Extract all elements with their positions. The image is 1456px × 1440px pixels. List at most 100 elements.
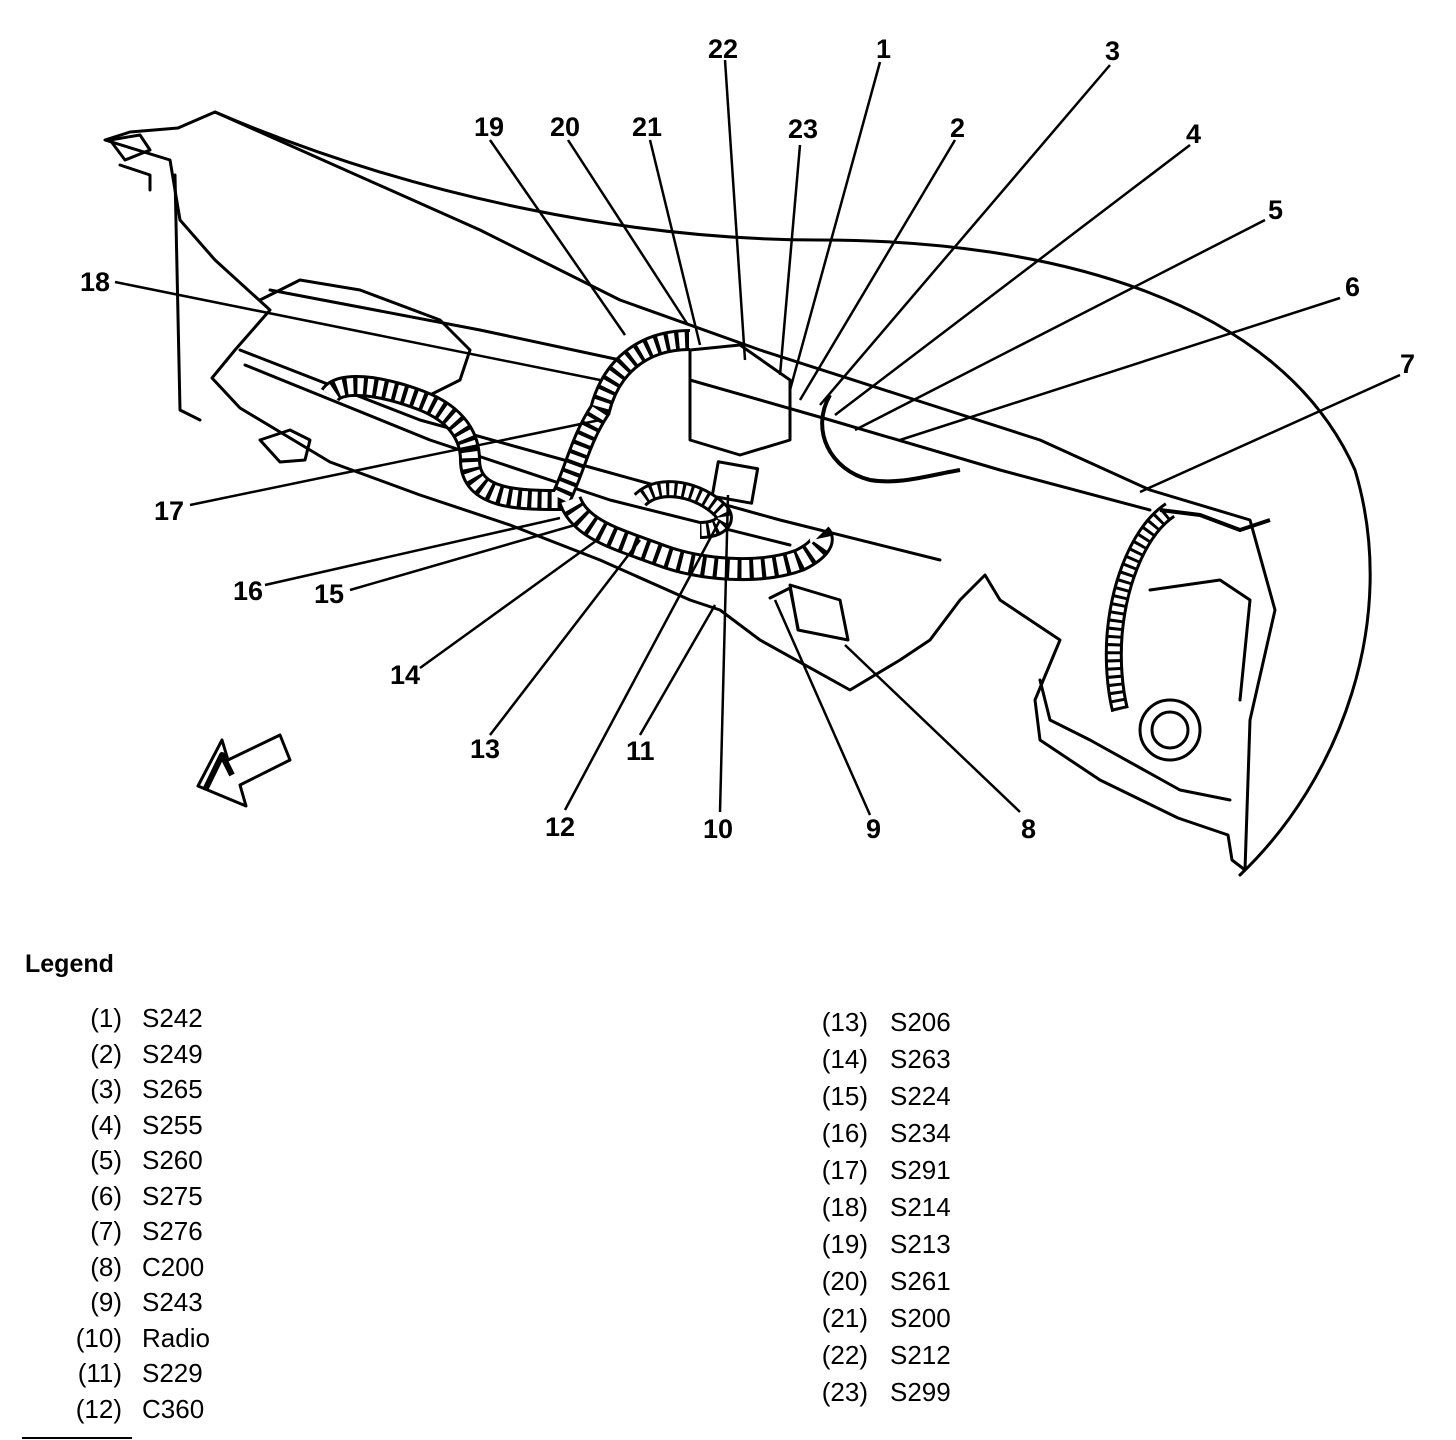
legend-item-code: S249 <box>142 1038 203 1069</box>
right-vent-inner <box>1150 710 1190 750</box>
right-bracket <box>1038 578 1252 802</box>
legend-item: (18)S214 <box>790 1189 1050 1226</box>
legend-item-code: S213 <box>890 1229 951 1259</box>
legend-left-column: (1)S242(2) S249 (3) S265 (4) S255 (5) S260 (6) S2… <box>40 1000 300 1426</box>
legend-item: (10) Radio <box>40 1320 300 1356</box>
callout-5: 5 <box>1268 195 1283 225</box>
legend-item: (23) S299 <box>790 1374 1050 1411</box>
legend-item-number: (15) <box>821 1081 868 1111</box>
legend-item-code: C360 <box>142 1393 205 1424</box>
callout-17: 17 <box>154 496 184 526</box>
center-panel <box>688 343 792 457</box>
legend-item-code: S275 <box>142 1180 203 1211</box>
dash-panel-outline <box>103 110 1277 872</box>
legend-item: (6) S275 <box>40 1178 300 1214</box>
legend-item-number: (9) <box>90 1287 122 1317</box>
legend-item-code: S242 <box>142 1003 203 1033</box>
legend-item-code: S299 <box>890 1377 951 1407</box>
legend-item: (4) S255 <box>40 1107 300 1143</box>
radio-connector <box>710 460 760 505</box>
legend-item-number: (11) <box>77 1358 122 1388</box>
instrument-panel-harness-diagram: 1 2 3 4 5 6 7 8 9 10 11 12 13 14 15 16 1… <box>80 34 1415 877</box>
legend-item-code: S263 <box>890 1044 951 1074</box>
callout-15: 15 <box>314 579 344 609</box>
legend-item-code: S261 <box>890 1266 951 1296</box>
legend-item-number: (6) <box>90 1180 122 1211</box>
legend-item-code: C200 <box>142 1251 205 1282</box>
legend-item-code: S291 <box>890 1155 951 1185</box>
legend-item-number: (17) <box>821 1155 868 1185</box>
legend-item-number: (22) <box>821 1340 868 1370</box>
legend-item: (15) S224 <box>790 1078 1050 1115</box>
legend-item-number: (13) <box>821 1007 868 1037</box>
legend-item-code: S224 <box>890 1081 951 1111</box>
legend-item-number: (18) <box>821 1192 868 1222</box>
callout-7: 7 <box>1400 349 1415 379</box>
callout-1: 1 <box>876 34 891 64</box>
legend-title: Legend <box>25 950 114 978</box>
right-top-wire <box>1159 508 1271 533</box>
legend-item: (20) S261 <box>790 1263 1050 1300</box>
legend-item-code: S260 <box>142 1145 203 1175</box>
callout-20: 20 <box>550 112 580 142</box>
legend-item-number: (14) <box>821 1044 868 1074</box>
legend-item-number: (2) <box>90 1038 122 1069</box>
legend-right-column: (13) S206 (14) S263 (15) S224 (16)S234(17) S291… <box>790 1004 1050 1411</box>
legend-item-number: (19) <box>821 1229 868 1259</box>
windshield-curve <box>213 110 1372 877</box>
legend-item: (3) S265 <box>40 1071 300 1107</box>
callout-13: 13 <box>470 734 500 764</box>
legend-item: (2) S249 <box>40 1036 300 1072</box>
legend-item-number: (7) <box>90 1216 122 1246</box>
legend-item-number: (3) <box>90 1074 122 1104</box>
callout-12: 12 <box>545 812 575 842</box>
legend-item: (5) S260 <box>40 1142 300 1178</box>
callout-2: 2 <box>950 113 965 143</box>
legend-item: (11) S229 <box>40 1355 300 1391</box>
legend-item: (21)S200 <box>790 1300 1050 1337</box>
callout-21: 21 <box>632 112 662 142</box>
callout-4: 4 <box>1186 119 1201 149</box>
legend-item-number: (16) <box>821 1118 868 1148</box>
legend-item-number: (12) <box>75 1393 122 1424</box>
legend-item-code: S255 <box>142 1109 203 1140</box>
legend-item: (16)S234 <box>790 1115 1050 1152</box>
legend-item: (8) C200 <box>40 1249 300 1285</box>
legend-item: (9)S243 <box>40 1284 300 1320</box>
branch-harness-ribs <box>635 483 730 536</box>
legend-item-number: (8) <box>90 1251 122 1282</box>
right-vent-outer <box>1138 698 1202 762</box>
callout-18: 18 <box>80 267 110 297</box>
callout-3: 3 <box>1105 36 1120 66</box>
callout-22: 22 <box>708 34 738 64</box>
callout-10: 10 <box>703 814 733 844</box>
legend-item-code: S212 <box>890 1340 951 1370</box>
loop-wire <box>820 394 961 484</box>
callout-16: 16 <box>233 576 263 606</box>
callout-23: 23 <box>788 114 818 144</box>
inner-ridge-3 <box>268 288 622 362</box>
legend-item-code: S229 <box>142 1358 203 1388</box>
legend-item-code: S200 <box>890 1303 951 1333</box>
legend-item-number: (20) <box>821 1266 868 1296</box>
callout-8: 8 <box>1021 814 1036 844</box>
left-edge <box>173 173 202 422</box>
legend-item: (22) S212 <box>790 1337 1050 1374</box>
top-left-bracket <box>108 133 152 192</box>
legend-item-number: (10) <box>75 1322 122 1353</box>
callout-9: 9 <box>866 814 881 844</box>
right-harness-ribs <box>1107 505 1174 712</box>
left-lower-box <box>258 428 312 464</box>
legend-item-code: S265 <box>142 1074 203 1104</box>
legend-item-code: S206 <box>890 1007 951 1037</box>
inner-ridge-4 <box>688 378 1152 512</box>
legend-item-number: (5) <box>90 1145 122 1175</box>
lower-harness-ribs <box>561 496 831 579</box>
legend-item-number: (23) <box>821 1377 868 1407</box>
callout-6: 6 <box>1345 272 1360 302</box>
legend-item-code: Radio <box>142 1322 210 1353</box>
legend-item-number: (4) <box>90 1109 122 1140</box>
legend-item: (19) S213 <box>790 1226 1050 1263</box>
legend-item: (1)S242 <box>40 1000 300 1036</box>
direction-arrow-icon <box>196 733 292 808</box>
